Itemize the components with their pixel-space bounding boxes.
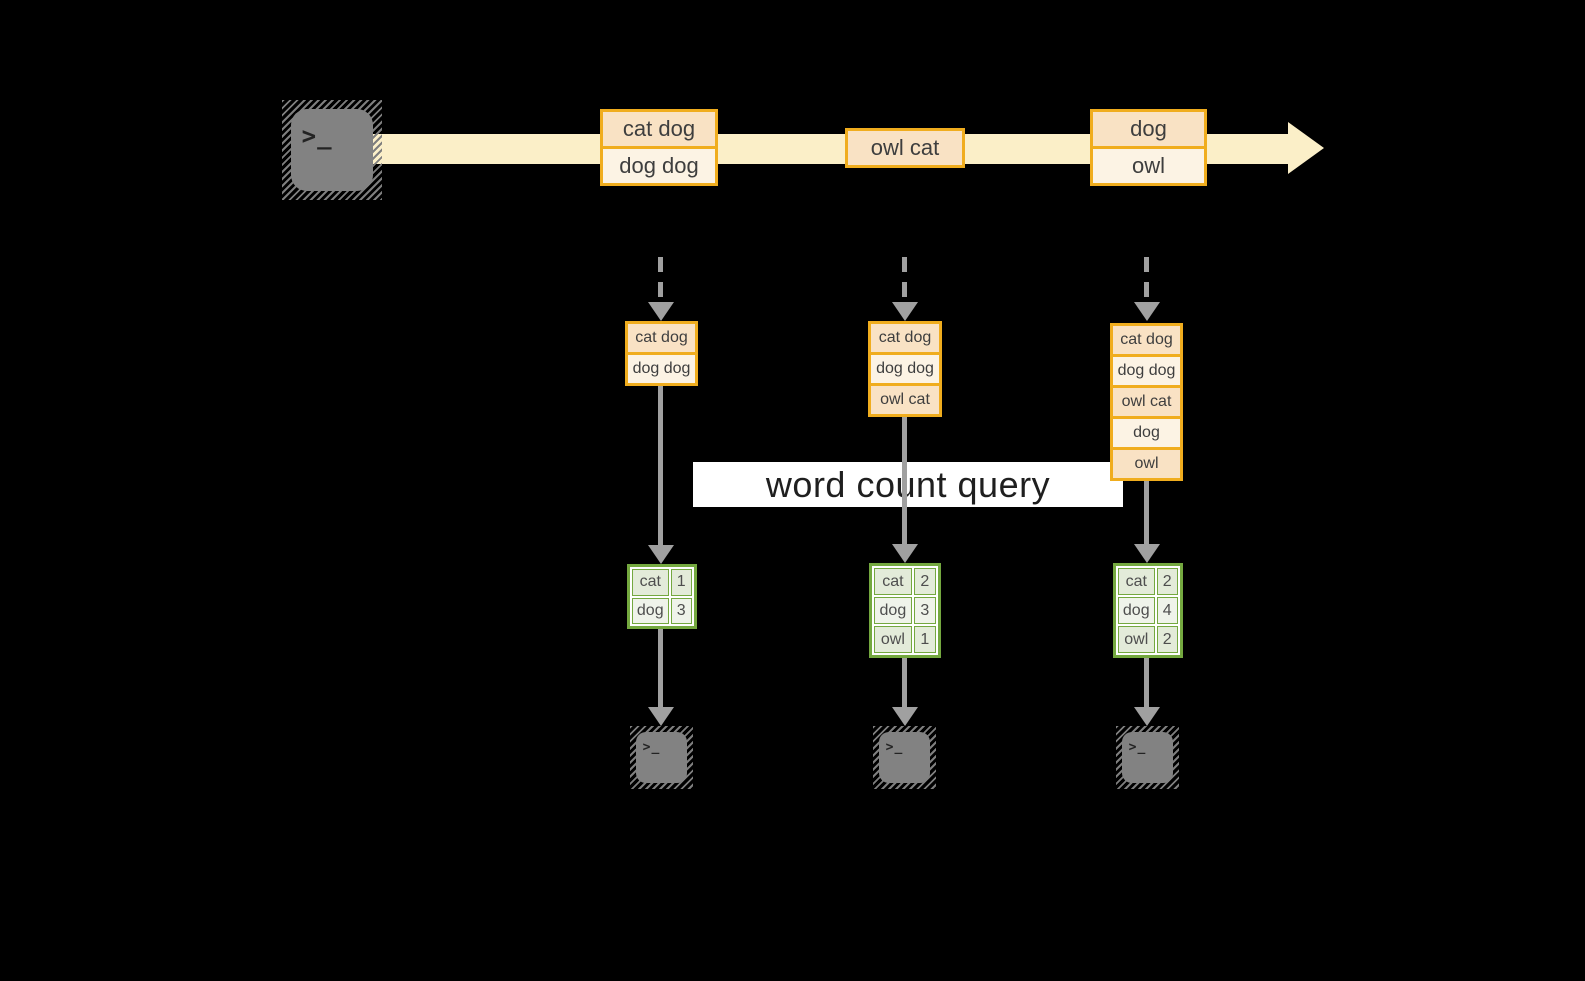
batch-line: dog dog (600, 146, 718, 186)
sink-terminal-icon: >_ (630, 726, 693, 789)
terminal-screen: >_ (879, 732, 930, 783)
dashed-arrow-head (892, 302, 918, 321)
connector-arrow-head (1134, 707, 1160, 726)
connector-line (902, 656, 907, 708)
connector-line (1144, 656, 1149, 708)
terminal-screen: >_ (636, 732, 687, 783)
count-word-cell: dog (1118, 597, 1155, 624)
batch-line: dog (1090, 109, 1207, 149)
sink-terminal-icon: >_ (1116, 726, 1179, 789)
count-value-cell: 2 (1156, 568, 1178, 595)
count-word-cell: dog (874, 597, 912, 624)
count-value-cell: 2 (913, 568, 936, 595)
connector-line (1144, 479, 1149, 545)
count-value-cell: 3 (670, 597, 692, 624)
count-value-cell: 2 (1156, 626, 1178, 653)
terminal-prompt-icon: >_ (301, 122, 333, 151)
connector-arrow-head (892, 707, 918, 726)
count-word-cell: cat (1118, 568, 1155, 595)
connector-line (902, 415, 907, 545)
buffer-line: owl (1110, 447, 1183, 481)
connector-line (658, 627, 663, 708)
terminal-prompt-icon: >_ (642, 740, 661, 756)
buffer-stack-1: cat dog dog dog (625, 321, 698, 386)
count-value-cell: 1 (913, 626, 936, 653)
buffer-line: dog dog (1110, 354, 1183, 388)
connector-arrow-head (648, 707, 674, 726)
stream-batch-1: cat dog dog dog (600, 109, 718, 186)
terminal-prompt-icon: >_ (1128, 740, 1147, 756)
query-label: word count query (693, 462, 1123, 507)
buffer-stack-3: cat dog dog dog owl cat dog owl (1110, 323, 1183, 481)
dashed-arrow-line (1144, 257, 1149, 303)
terminal-prompt-icon: >_ (885, 740, 904, 756)
count-word-cell: cat (632, 569, 669, 596)
sink-terminal-icon: >_ (873, 726, 936, 789)
stream-batch-2: owl cat (845, 128, 965, 168)
count-word-cell: cat (874, 568, 912, 595)
dashed-arrow-head (648, 302, 674, 321)
buffer-line: dog (1110, 416, 1183, 450)
count-table-1: cat 1 dog 3 (627, 564, 697, 629)
source-terminal-icon: >_ (282, 100, 382, 200)
stream-batch-3: dog owl (1090, 109, 1207, 186)
dashed-arrow-head (1134, 302, 1160, 321)
count-value-cell: 1 (670, 569, 692, 596)
buffer-line: dog dog (625, 352, 698, 386)
buffer-line: cat dog (1110, 323, 1183, 357)
batch-line: cat dog (600, 109, 718, 149)
count-word-cell: owl (1118, 626, 1155, 653)
count-table-3: cat 2 dog 4 owl 2 (1113, 563, 1183, 658)
connector-line (658, 384, 663, 546)
connector-arrow-head (1134, 544, 1160, 563)
buffer-line: owl cat (1110, 385, 1183, 419)
dashed-arrow-line (902, 257, 907, 303)
count-word-cell: owl (874, 626, 912, 653)
terminal-screen: >_ (1122, 732, 1173, 783)
batch-line: owl (1090, 146, 1207, 186)
terminal-screen: >_ (291, 109, 373, 191)
buffer-line: cat dog (868, 321, 942, 355)
batch-line: owl cat (845, 128, 965, 168)
dashed-arrow-line (658, 257, 663, 303)
count-value-cell: 3 (913, 597, 936, 624)
connector-arrow-head (892, 544, 918, 563)
count-value-cell: 4 (1156, 597, 1178, 624)
connector-arrow-head (648, 545, 674, 564)
count-word-cell: dog (632, 597, 669, 624)
stream-arrow-head (1288, 122, 1324, 174)
buffer-line: cat dog (625, 321, 698, 355)
buffer-line: dog dog (868, 352, 942, 386)
buffer-stack-2: cat dog dog dog owl cat (868, 321, 942, 417)
buffer-line: owl cat (868, 383, 942, 417)
count-table-2: cat 2 dog 3 owl 1 (869, 563, 941, 658)
